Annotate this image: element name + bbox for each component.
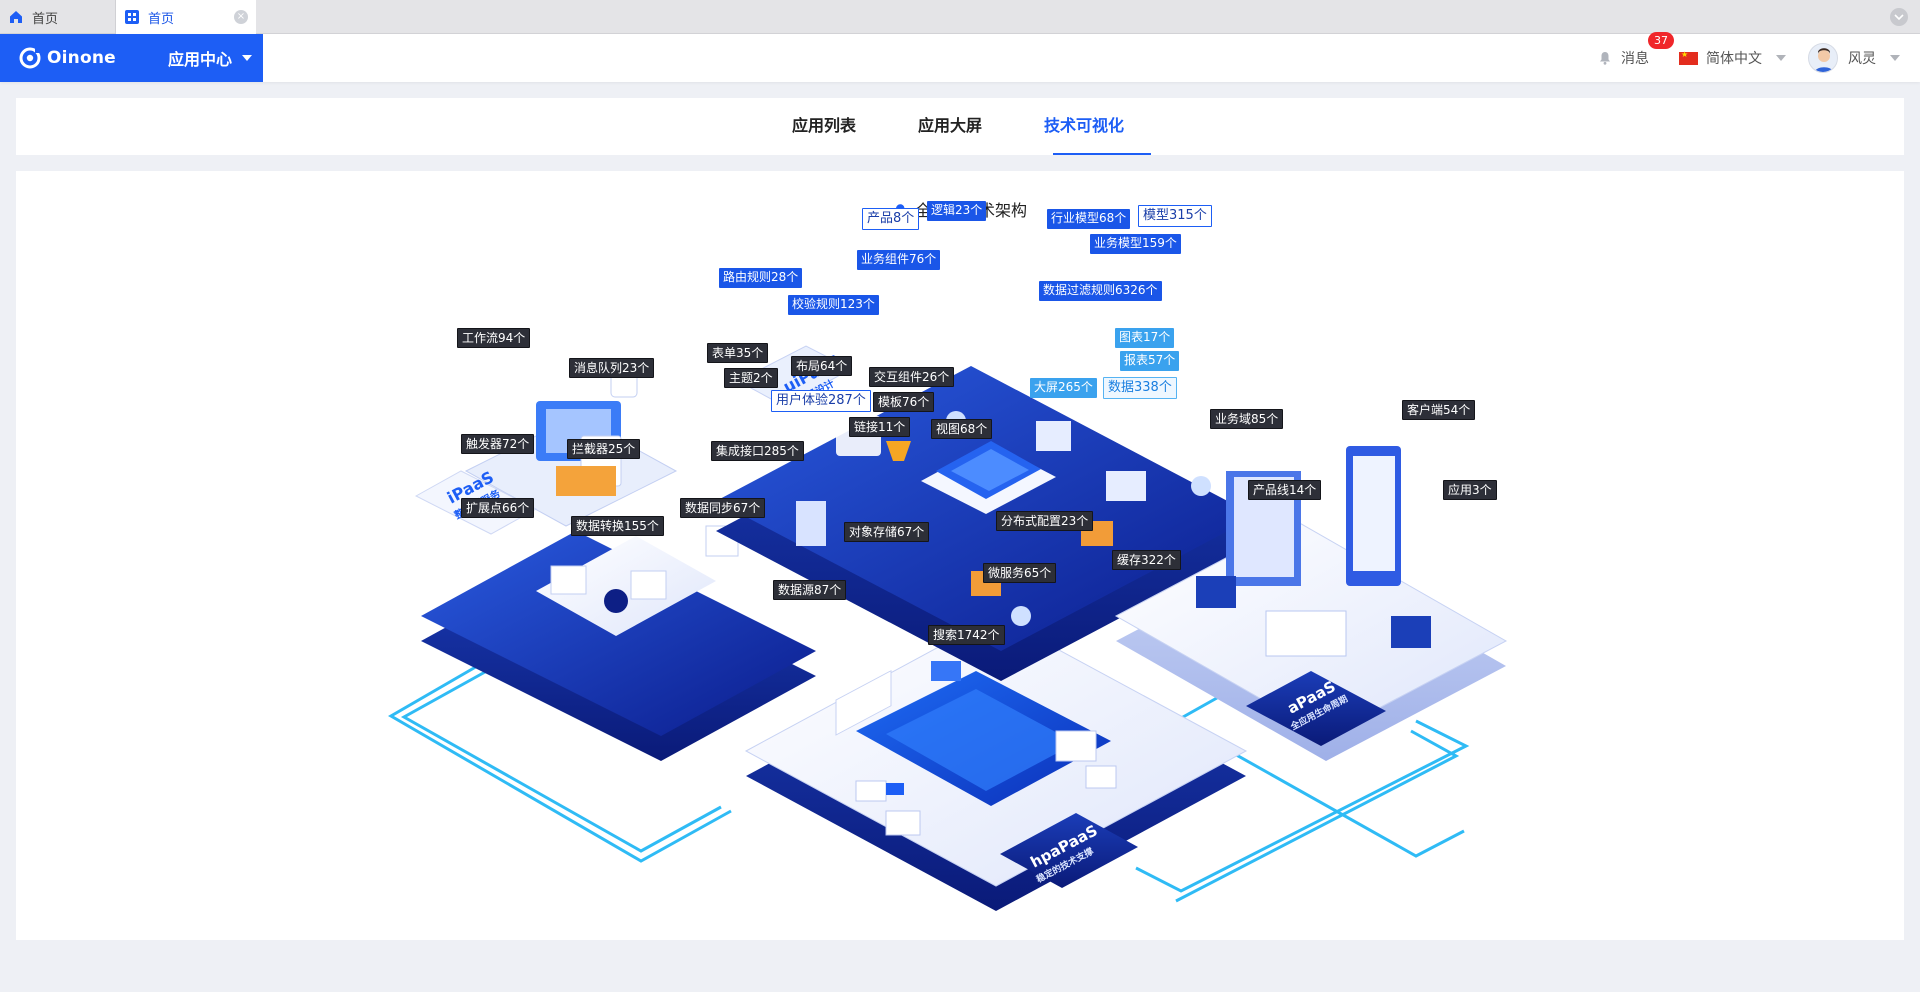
- tag-validation-rules[interactable]: 校验规则123个: [788, 295, 879, 315]
- language-selector[interactable]: 简体中文: [1679, 48, 1786, 68]
- architecture-illustration: uiPaaS 低代码设计 iPaaS 整合型服务 aPaaS 全应用生命周期 h…: [388, 345, 1508, 911]
- tag-interaction-components[interactable]: 交互组件26个: [869, 367, 955, 387]
- hpapaas-plate-bg: [1000, 813, 1138, 888]
- oinone-logo-icon: [19, 47, 41, 69]
- brand-area: Oinone 应用中心: [0, 34, 263, 82]
- tag-workflows[interactable]: 工作流94个: [457, 328, 531, 348]
- tag-data[interactable]: 数据338个: [1103, 377, 1177, 399]
- tag-distributed-config[interactable]: 分布式配置23个: [996, 511, 1094, 531]
- tag-business-models[interactable]: 业务模型159个: [1090, 234, 1181, 254]
- visualization-panel: 全平台技术架构: [16, 171, 1904, 940]
- tag-themes[interactable]: 主题2个: [724, 368, 778, 388]
- tag-integration-apis[interactable]: 集成接口285个: [711, 441, 804, 461]
- ipaas-platform: [414, 370, 816, 761]
- app-center-label: 应用中心: [168, 50, 233, 69]
- caret-down-icon: [242, 55, 253, 61]
- tag-interceptors[interactable]: 拦截器25个: [567, 439, 641, 459]
- app-header: Oinone 应用中心 消息 37 简体中文 风灵: [0, 32, 1920, 82]
- language-label: 简体中文: [1706, 51, 1762, 67]
- tag-products[interactable]: 产品8个: [862, 208, 920, 230]
- close-icon[interactable]: ×: [234, 10, 248, 24]
- header-right: 消息 37 简体中文 风灵: [1598, 32, 1920, 82]
- tag-applications[interactable]: 应用3个: [1443, 480, 1497, 500]
- sub-navigation: 应用列表 应用大屏 技术可视化: [16, 98, 1904, 155]
- messages-count-badge: 37: [1648, 32, 1674, 49]
- tag-extension-points[interactable]: 扩展点66个: [461, 498, 535, 518]
- app-center-dropdown[interactable]: 应用中心: [168, 34, 253, 82]
- tag-data-transform[interactable]: 数据转换155个: [571, 516, 664, 536]
- logo-text: Oinone: [47, 48, 116, 68]
- messages-label: 消息: [1621, 51, 1649, 67]
- tag-views[interactable]: 视图68个: [931, 419, 993, 439]
- tag-forms[interactable]: 表单35个: [707, 343, 769, 363]
- tag-business-components[interactable]: 业务组件76个: [857, 250, 941, 270]
- tag-logic[interactable]: 逻辑23个: [927, 201, 987, 221]
- uipaas-platform: [716, 345, 1256, 681]
- user-menu[interactable]: 风灵: [1808, 43, 1900, 73]
- tag-product-lines[interactable]: 产品线14个: [1248, 480, 1322, 500]
- caret-down-icon: [1890, 55, 1900, 61]
- browser-tab-strip: 首页 首页 ×: [0, 0, 1920, 34]
- chevron-down-icon[interactable]: [1890, 8, 1908, 26]
- tag-data-sync[interactable]: 数据同步67个: [680, 498, 766, 518]
- tag-data-filter-rules[interactable]: 数据过滤规则6326个: [1039, 281, 1162, 301]
- tag-cache[interactable]: 缓存322个: [1112, 550, 1181, 570]
- tag-links[interactable]: 链接11个: [849, 417, 911, 437]
- tag-microservices[interactable]: 微服务65个: [983, 563, 1057, 583]
- caret-down-icon: [1776, 55, 1786, 61]
- app-grid-icon: [124, 9, 140, 25]
- tab-home[interactable]: 首页: [0, 0, 116, 34]
- bell-icon: [1600, 52, 1610, 65]
- tag-triggers[interactable]: 触发器72个: [461, 434, 535, 454]
- tag-industry-models[interactable]: 行业模型68个: [1047, 209, 1131, 229]
- tab-app-list[interactable]: 应用列表: [792, 116, 857, 135]
- tab-app-dashboard[interactable]: 应用大屏: [918, 116, 983, 135]
- tag-search[interactable]: 搜索1742个: [928, 625, 1005, 645]
- username: 风灵: [1848, 51, 1876, 67]
- tag-routing-rules[interactable]: 路由规则28个: [719, 268, 803, 288]
- tag-object-storage[interactable]: 对象存储67个: [844, 522, 930, 542]
- tag-user-experience[interactable]: 用户体验287个: [771, 390, 871, 412]
- tag-message-queues[interactable]: 消息队列23个: [569, 358, 655, 378]
- tag-clients[interactable]: 客户端54个: [1402, 400, 1476, 420]
- china-flag-icon: [1679, 50, 1698, 65]
- home-icon: [8, 9, 24, 25]
- tab-tech-visualization[interactable]: 技术可视化: [1044, 116, 1125, 135]
- messages-button[interactable]: 消息 37: [1598, 32, 1674, 68]
- active-tab-indicator: [1053, 153, 1151, 155]
- tab-label: 首页: [148, 11, 175, 27]
- tag-charts[interactable]: 图表17个: [1115, 328, 1175, 348]
- logo[interactable]: Oinone: [18, 46, 116, 70]
- apaas-platform: [1114, 446, 1508, 761]
- avatar: [1808, 43, 1838, 73]
- tag-data-sources[interactable]: 数据源87个: [773, 580, 847, 600]
- tag-models[interactable]: 模型315个: [1138, 205, 1212, 227]
- tag-reports[interactable]: 报表57个: [1120, 351, 1180, 371]
- tab-home-active[interactable]: 首页 ×: [116, 0, 256, 34]
- tab-label: 首页: [32, 11, 59, 27]
- tag-dashboards[interactable]: 大屏265个: [1030, 378, 1097, 398]
- tag-templates[interactable]: 模板76个: [873, 392, 935, 412]
- tag-layouts[interactable]: 布局64个: [791, 356, 853, 376]
- tag-business-domains[interactable]: 业务域85个: [1210, 409, 1284, 429]
